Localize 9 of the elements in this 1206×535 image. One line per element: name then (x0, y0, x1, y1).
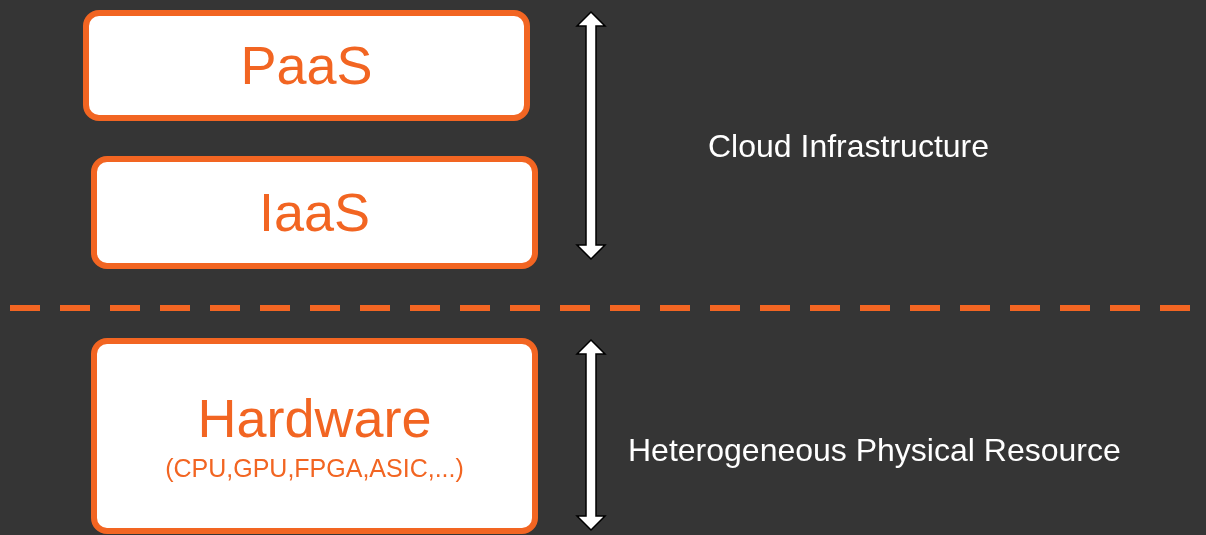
layer-detail: (CPU,GPU,FPGA,ASIC,...) (165, 452, 464, 483)
layer-title: Hardware (197, 389, 432, 449)
layer-title: PaaS (240, 35, 373, 96)
layer-title: IaaS (258, 182, 371, 243)
layer-label: Cloud Infrastructure (708, 126, 989, 166)
layer-box (91, 156, 538, 269)
layer-box (91, 338, 538, 534)
layer-label: Heterogeneous Physical Resource (628, 430, 1121, 470)
layer-box (83, 10, 530, 121)
